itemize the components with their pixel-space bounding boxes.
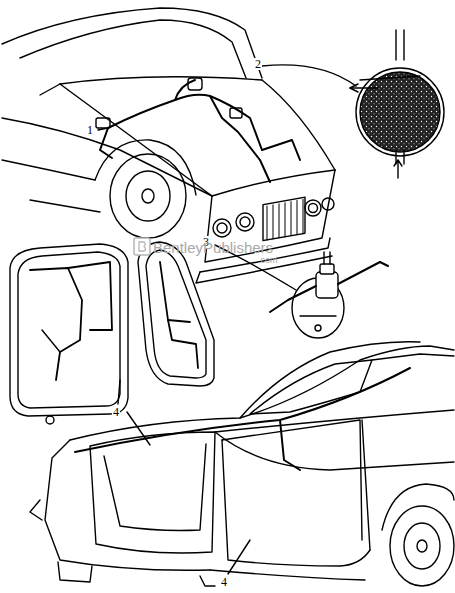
callout-number: 4 <box>220 576 228 588</box>
callout-number: 4 <box>112 406 120 418</box>
grille-bar <box>285 203 286 237</box>
watermark-logo <box>134 238 150 255</box>
grille-bar <box>297 201 298 235</box>
filter-inset <box>262 30 444 178</box>
grille-bars <box>267 199 303 240</box>
grille-bar <box>291 202 292 236</box>
grille-bar <box>273 205 274 239</box>
grille-bar <box>303 199 304 233</box>
watermark: .com <box>258 256 278 265</box>
callout-number: 1 <box>86 124 94 136</box>
rear-car <box>30 342 454 586</box>
watermark: BentleyPublishers <box>153 240 273 255</box>
grille-bar <box>267 206 268 240</box>
leader-line <box>98 128 108 130</box>
grille-bar <box>279 204 280 238</box>
door-panels <box>10 242 214 424</box>
front-car <box>2 8 335 283</box>
callout-number: 2 <box>254 58 262 70</box>
pump-inset <box>215 245 388 338</box>
